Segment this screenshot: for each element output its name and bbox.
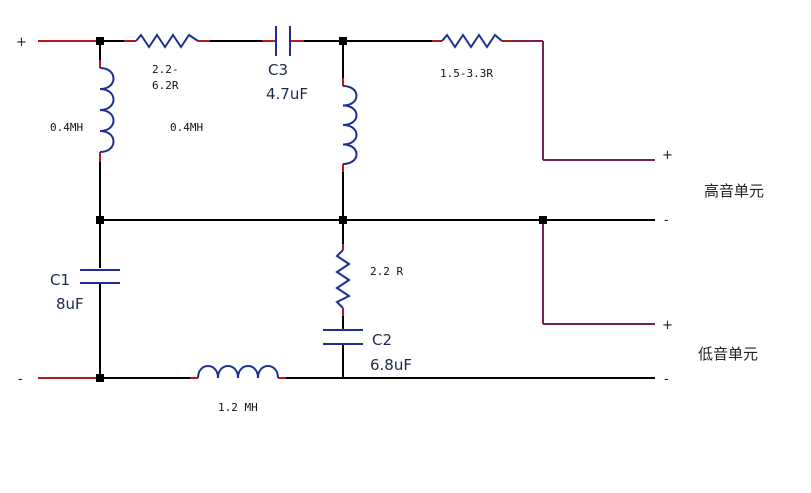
junction-node [339, 37, 347, 45]
junction-node [539, 216, 547, 224]
resistor-tweeter-label: 1.5-3.3R [440, 67, 493, 80]
junction-node [96, 37, 104, 45]
capacitor-c1-value: 8uF [56, 295, 84, 313]
junction-node [96, 216, 104, 224]
woofer-plus-label: + [662, 318, 673, 333]
resistor-tweeter [441, 33, 503, 49]
capacitor-c1 [80, 269, 120, 284]
resistor-series-top-label: 2.2- [152, 63, 179, 76]
tweeter-unit-label: 高音单元 [704, 182, 764, 200]
capacitor-c2-name: C2 [372, 331, 392, 349]
inductor-bottom [197, 365, 279, 379]
woofer-minus-label: - [664, 372, 669, 387]
inductor-right-label: 0.4MH [170, 121, 203, 134]
tweeter-minus-label: - [664, 213, 669, 228]
input-minus-label: - [18, 372, 23, 387]
input-plus-label: + [16, 35, 27, 50]
capacitor-c2-value: 6.8uF [370, 356, 412, 374]
woofer-unit-label: 低音单元 [698, 345, 758, 363]
middle-rail [100, 219, 655, 325]
inductor-left-label: 0.4MH [50, 121, 83, 134]
junction-node [96, 374, 104, 382]
capacitor-c3 [275, 26, 291, 56]
resistor-series-top [135, 33, 199, 49]
inductor-left [99, 67, 115, 153]
tweeter-plus-label: + [662, 148, 673, 163]
junction-node [339, 216, 347, 224]
inductor-bottom-label: 1.2 MH [218, 401, 258, 414]
resistor-zobel [335, 249, 351, 309]
resistor-zobel-label: 2.2 R [370, 265, 403, 278]
capacitor-c2 [323, 329, 363, 345]
inductor-right [342, 85, 358, 165]
capacitor-c1-name: C1 [50, 271, 70, 289]
capacitor-c3-name: C3 [268, 61, 288, 79]
top-rail [38, 40, 655, 161]
capacitor-c3-value: 4.7uF [266, 85, 308, 103]
resistor-series-top-label-2: 6.2R [152, 79, 179, 92]
